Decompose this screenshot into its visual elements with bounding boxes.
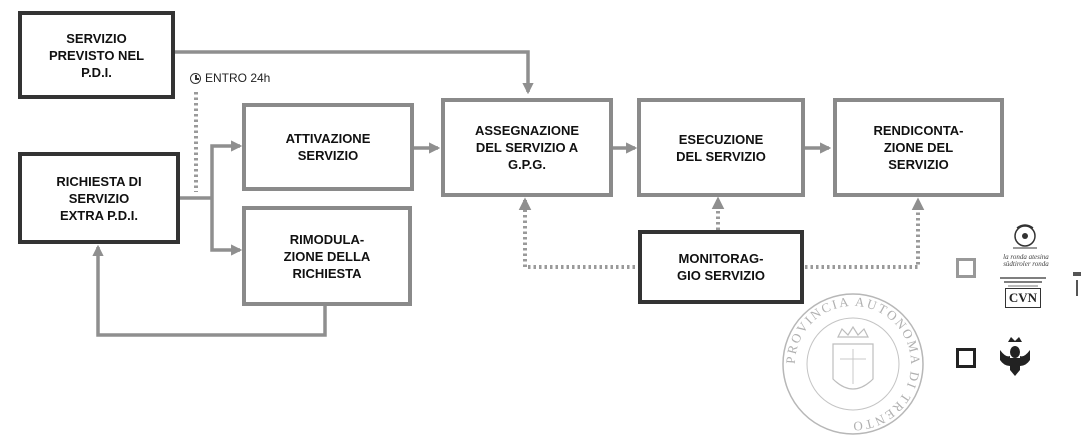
- clock-icon: [190, 72, 201, 84]
- cvn-logo-text: CVN: [1005, 288, 1041, 308]
- box-richiesta-extra: RICHIESTA DI SERVIZIO EXTRA P.D.I.: [18, 152, 180, 244]
- cvn-wings-icon: [1000, 277, 1046, 287]
- box-monitoraggio: MONITORAG- GIO SERVIZIO: [638, 230, 804, 304]
- timer-label: ENTRO 24h: [205, 71, 271, 85]
- ronda-logo-text: la ronda atesina südtiroler ronda: [1003, 253, 1049, 268]
- box-rendicontazione: RENDICONTA- ZIONE DEL SERVIZIO: [833, 98, 1004, 197]
- partial-mark: [1073, 272, 1081, 276]
- partial-mark-stem: [1076, 280, 1078, 296]
- box-rimodulazione: RIMODULA- ZIONE DELLA RICHIESTA: [242, 206, 412, 306]
- grey-checkbox-square: [956, 258, 976, 278]
- box-assegnazione: ASSEGNAZIONE DEL SERVIZIO A G.P.G.: [441, 98, 613, 197]
- dotted-monitor-to-assegnazione: [518, 197, 635, 269]
- arrow-previsto-to-assegnazione: [173, 50, 534, 95]
- box-esecuzione: ESECUZIONE DEL SERVIZIO: [637, 98, 805, 197]
- dotted-monitor-to-rendicontazione: [805, 197, 925, 269]
- arrow-split-to-attivazione: [210, 140, 243, 198]
- timer-note: ENTRO 24h: [190, 71, 270, 85]
- ronda-emblem-icon: [1013, 224, 1037, 249]
- eagle-emblem-icon: [1000, 337, 1030, 376]
- box-attivazione-servizio: ATTIVAZIONE SERVIZIO: [242, 103, 414, 191]
- provincia-seal-icon: PROVINCIA AUTONOMA DI TRENTO: [782, 293, 924, 435]
- black-checkbox-square: [956, 348, 976, 368]
- arrow-split-to-rimodulazione: [210, 198, 243, 256]
- box-servizio-previsto: SERVIZIO PREVISTO NEL P.D.I.: [18, 11, 175, 99]
- arrow-rimodulazione-to-richiesta: [92, 244, 327, 337]
